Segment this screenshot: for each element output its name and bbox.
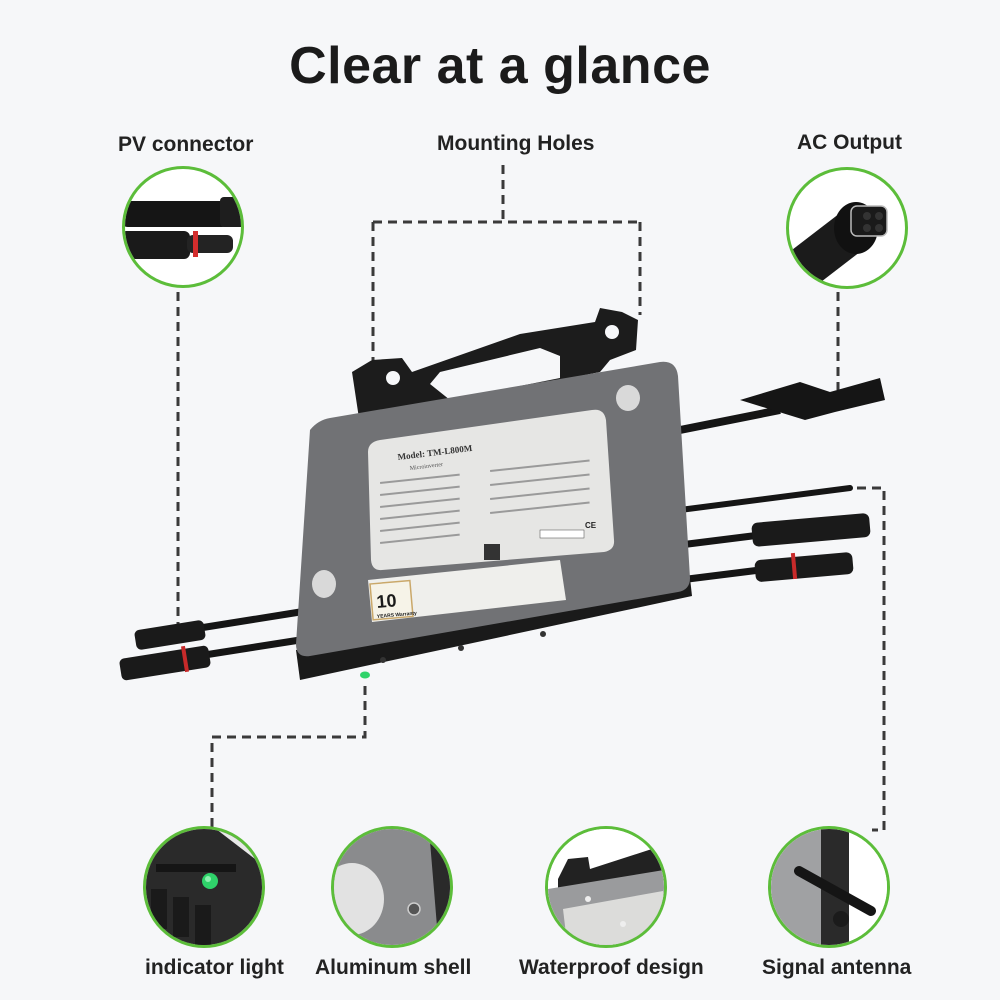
warranty-text: YEARS Warranty bbox=[377, 611, 418, 620]
indicator-light-icon bbox=[146, 829, 262, 945]
warranty-years: 10 bbox=[376, 590, 398, 612]
indicator-light-closeup bbox=[143, 826, 265, 948]
ce-mark: CE bbox=[585, 521, 597, 530]
right-cables bbox=[677, 378, 885, 584]
waterproof-design-closeup bbox=[545, 826, 667, 948]
aluminum-shell-closeup bbox=[331, 826, 453, 948]
label-ac-output: AC Output bbox=[797, 131, 902, 154]
ac-plug-icon bbox=[789, 202, 888, 286]
page-title: Clear at a glance bbox=[289, 37, 711, 95]
warranty-badge bbox=[369, 579, 414, 621]
ac-output-closeup bbox=[786, 167, 908, 289]
pv-connector-icon bbox=[125, 197, 241, 259]
qr-code bbox=[484, 544, 500, 560]
antenna-icon bbox=[771, 829, 887, 945]
barcode bbox=[539, 529, 585, 539]
label-aluminum-shell: Aluminum shell bbox=[315, 956, 472, 979]
label-pv-connector: PV connector bbox=[118, 133, 254, 156]
label-indicator-light: indicator light bbox=[145, 956, 284, 979]
model-subtitle: Microinverter bbox=[410, 462, 444, 472]
waterproof-icon bbox=[548, 829, 664, 945]
label-signal-antenna: Signal antenna bbox=[762, 956, 912, 979]
label-waterproof-design: Waterproof design bbox=[519, 956, 704, 979]
label-mounting-holes: Mounting Holes bbox=[437, 132, 595, 155]
mounting-bracket bbox=[352, 308, 638, 425]
aluminum-shell-icon bbox=[334, 829, 450, 945]
antenna-rod bbox=[677, 485, 853, 513]
left-cables bbox=[119, 608, 301, 681]
pv-connector-closeup bbox=[122, 166, 244, 288]
indicator-led bbox=[360, 671, 370, 679]
signal-antenna-closeup bbox=[768, 826, 890, 948]
